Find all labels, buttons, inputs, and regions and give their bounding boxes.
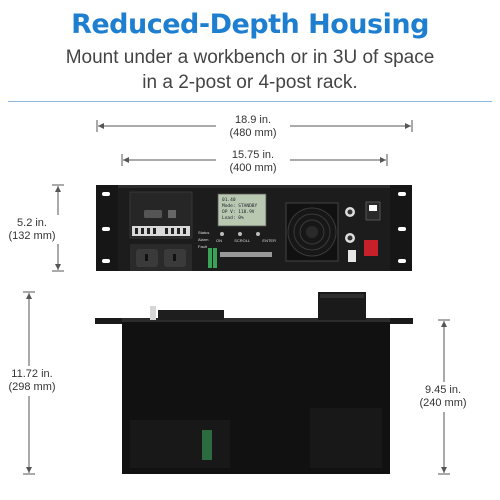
- btn-label-on: ON: [216, 238, 222, 243]
- front-view: [96, 185, 412, 271]
- dip-switch-block: [132, 226, 190, 236]
- subtitle-line-2: in a 2-post or 4-post rack.: [142, 72, 358, 93]
- body-width-label: 15.75 in. (400 mm): [218, 149, 288, 175]
- body-depth-in: 9.45 in.: [424, 384, 462, 396]
- lcd-line-1: 01.40: [222, 198, 236, 203]
- page-title: Reduced-Depth Housing: [71, 9, 429, 40]
- db9-port: [144, 210, 162, 218]
- lcd-text: 01.40 Mode: STANDBY OP V: 118.9V Load: 0…: [222, 198, 257, 222]
- lcd-line-4: Load: 0%: [222, 216, 244, 221]
- red-connector: [364, 240, 378, 256]
- vent-grid: [130, 408, 382, 468]
- usb-port: [168, 210, 176, 218]
- overall-width-label: 18.9 in. (480 mm): [218, 114, 288, 140]
- lcd-line-2: Mode: STANDBY: [222, 204, 258, 209]
- dimension-lines: [23, 120, 450, 475]
- overall-width-in: 18.9 in.: [234, 114, 272, 126]
- status-labels: Status Alarm Fault: [198, 229, 209, 250]
- alarm-label: Alarm: [198, 237, 209, 242]
- btn-label-enter: ENTER: [262, 238, 276, 243]
- terminal-block: [208, 248, 212, 268]
- body-width-mm: (400 mm): [229, 162, 277, 174]
- status-label: Status: [198, 230, 210, 235]
- height-label: 5.2 in. (132 mm): [4, 217, 60, 243]
- overall-width-mm: (480 mm): [229, 127, 277, 139]
- body-width-in: 15.75 in.: [231, 149, 275, 161]
- button-labels: ON SCROLL ENTER: [216, 238, 276, 243]
- total-depth-in: 11.72 in.: [11, 368, 53, 380]
- lcd-line-3: OP V: 118.9V: [222, 210, 255, 215]
- total-depth-label: 11.72 in. (298 mm): [4, 368, 60, 394]
- body-depth-mm: (240 mm): [419, 397, 467, 409]
- total-depth-mm: (298 mm): [8, 381, 56, 393]
- divider: [8, 101, 492, 102]
- height-in: 5.2 in.: [17, 217, 47, 229]
- body-depth-label: 9.45 in. (240 mm): [412, 384, 474, 410]
- height-mm: (132 mm): [8, 230, 56, 242]
- subtitle-line-1: Mount under a workbench or in 3U of spac…: [65, 47, 435, 68]
- top-view: [95, 292, 413, 474]
- lcd-display: [217, 193, 267, 227]
- dimension-arrows: [26, 123, 447, 473]
- fault-label: Fault: [198, 244, 207, 249]
- btn-label-scroll: SCROLL: [234, 238, 251, 243]
